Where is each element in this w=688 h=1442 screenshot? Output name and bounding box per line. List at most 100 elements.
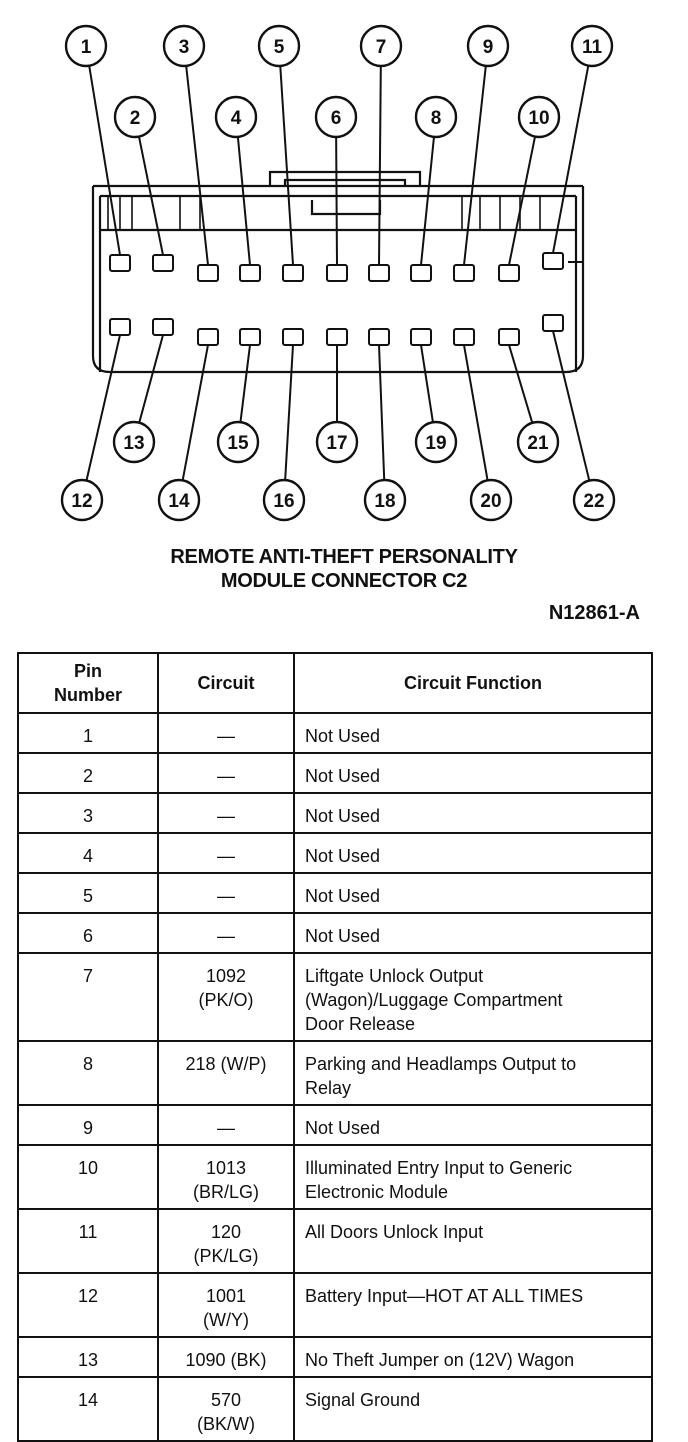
circuit-text: — (217, 726, 235, 746)
pin-14-terminal (197, 328, 219, 346)
circuit-text: 1001 (205, 1286, 247, 1306)
circuit-cell: — (157, 832, 295, 874)
pin-number: 8 (82, 1054, 93, 1074)
circuit-function-cell: Not Used (293, 712, 653, 754)
pin-20-leader (463, 344, 489, 481)
circuit-text: (W/Y) (203, 1310, 249, 1330)
pin-10-leader (508, 136, 537, 266)
pin-11-callout (570, 24, 614, 68)
pin-19-leader (420, 344, 434, 423)
pin-9-callout (466, 24, 510, 68)
pin-9-label: 9 (483, 37, 494, 58)
circuit-function-text: Battery Input—HOT AT ALL TIMES (305, 1286, 584, 1306)
circuit-text: 1090 (BK) (185, 1350, 267, 1370)
pin-19-callout (414, 420, 458, 464)
circuit-function-text: All Doors Unlock Input (305, 1222, 484, 1242)
header-circuit-function: Circuit Function (293, 652, 653, 714)
circuit-function-cell: Liftgate Unlock Output(Wagon)/Luggage Co… (293, 952, 653, 1042)
pin-8-callout (414, 95, 458, 139)
pin-number-cell: 8 (17, 1040, 159, 1106)
circuit-cell: — (157, 912, 295, 954)
circuit-function-text: Parking and Headlamps Output to (305, 1054, 577, 1074)
header-pin-line1: Pin (73, 661, 102, 681)
pin-number: 2 (82, 766, 93, 786)
pin-21-label: 21 (527, 433, 549, 454)
circuit-function-text (305, 1308, 651, 1332)
pin-1-terminal (109, 254, 131, 272)
pin-number-cell: 2 (17, 752, 159, 794)
pin-15-label: 15 (227, 433, 249, 454)
circuit-text: — (217, 926, 235, 946)
circuit-cell: 218 (W/P) (157, 1040, 295, 1106)
pin-2-leader (137, 136, 164, 256)
circuit-cell: 1090 (BK) (157, 1336, 295, 1378)
pin-9-leader (463, 65, 487, 266)
pin-22-callout (572, 478, 616, 522)
pin-17-callout (315, 420, 359, 464)
pin-10-terminal (498, 264, 520, 282)
pin-7-leader (378, 65, 382, 266)
pin-5-terminal (282, 264, 304, 282)
pin-number-cell: 11 (17, 1208, 159, 1274)
pin-number: 7 (82, 966, 93, 986)
pin-number: 10 (77, 1158, 99, 1178)
circuit-function-text: (Wagon)/Luggage Compartment (305, 990, 563, 1010)
connector-key (310, 200, 382, 216)
pin-number: 3 (82, 806, 93, 826)
header-pin-number: Pin Number (17, 652, 159, 714)
pin-3-leader (185, 65, 209, 266)
table-row: 3—Not Used (17, 792, 653, 834)
circuit-text: 1013 (205, 1158, 247, 1178)
pin-number: 9 (82, 1118, 93, 1138)
circuit-text: 120 (210, 1222, 242, 1242)
circuit-function-cell: Not Used (293, 872, 653, 914)
pin-18-label: 18 (374, 491, 395, 512)
circuit-function-text: No Theft Jumper on (12V) Wagon (305, 1350, 575, 1370)
circuit-text: — (217, 806, 235, 826)
circuit-text: — (217, 846, 235, 866)
pin-14-callout (157, 478, 201, 522)
circuit-function-cell: No Theft Jumper on (12V) Wagon (293, 1336, 653, 1378)
pin-13-callout (112, 420, 156, 464)
pin-number-cell: 10 (17, 1144, 159, 1210)
pin-14-leader (181, 344, 209, 481)
pin-number-cell: 6 (17, 912, 159, 954)
circuit-cell: — (157, 872, 295, 914)
connector-latch-inner (283, 178, 407, 186)
circuit-function-cell: Not Used (293, 752, 653, 794)
pin-15-terminal (239, 328, 261, 346)
pin-12-terminal (109, 318, 131, 336)
pin-table: Pin Number Circuit Circuit Function 1—No… (17, 652, 653, 1442)
pin-20-terminal (453, 328, 475, 346)
circuit-function-text: Not Used (305, 726, 381, 746)
pin-6-terminal (326, 264, 348, 282)
circuit-cell: 1092(PK/O) (157, 952, 295, 1042)
table-row: 7 1092(PK/O)Liftgate Unlock Output(Wagon)… (17, 952, 653, 1042)
circuit-function-text (305, 1412, 651, 1436)
circuit-function-text: Not Used (305, 846, 381, 866)
pin-1-leader (88, 65, 121, 256)
circuit-text: (PK/O) (198, 990, 254, 1010)
pin-20-callout (469, 478, 513, 522)
circuit-cell: — (157, 1104, 295, 1146)
circuit-function-text: Electronic Module (305, 1182, 449, 1202)
circuit-cell: — (157, 752, 295, 794)
pin-number-cell: 13 (17, 1336, 159, 1378)
table-row: 4 — Not Used (17, 832, 653, 874)
pin-4-label: 4 (231, 108, 242, 129)
pin-number-cell: 12 (17, 1272, 159, 1338)
circuit-text: (PK/LG) (193, 1246, 259, 1266)
pin-10-label: 10 (528, 108, 549, 129)
pin-4-leader (236, 136, 251, 266)
pin-number-cell: 4 (17, 832, 159, 874)
table-row: 13 1090 (BK) No Theft Jumper on (12V) Wago… (17, 1336, 653, 1378)
pin-18-terminal (368, 328, 390, 346)
pin-8-leader (420, 136, 435, 266)
table-row: 1—Not Used (17, 712, 653, 754)
pin-7-label: 7 (376, 37, 387, 58)
